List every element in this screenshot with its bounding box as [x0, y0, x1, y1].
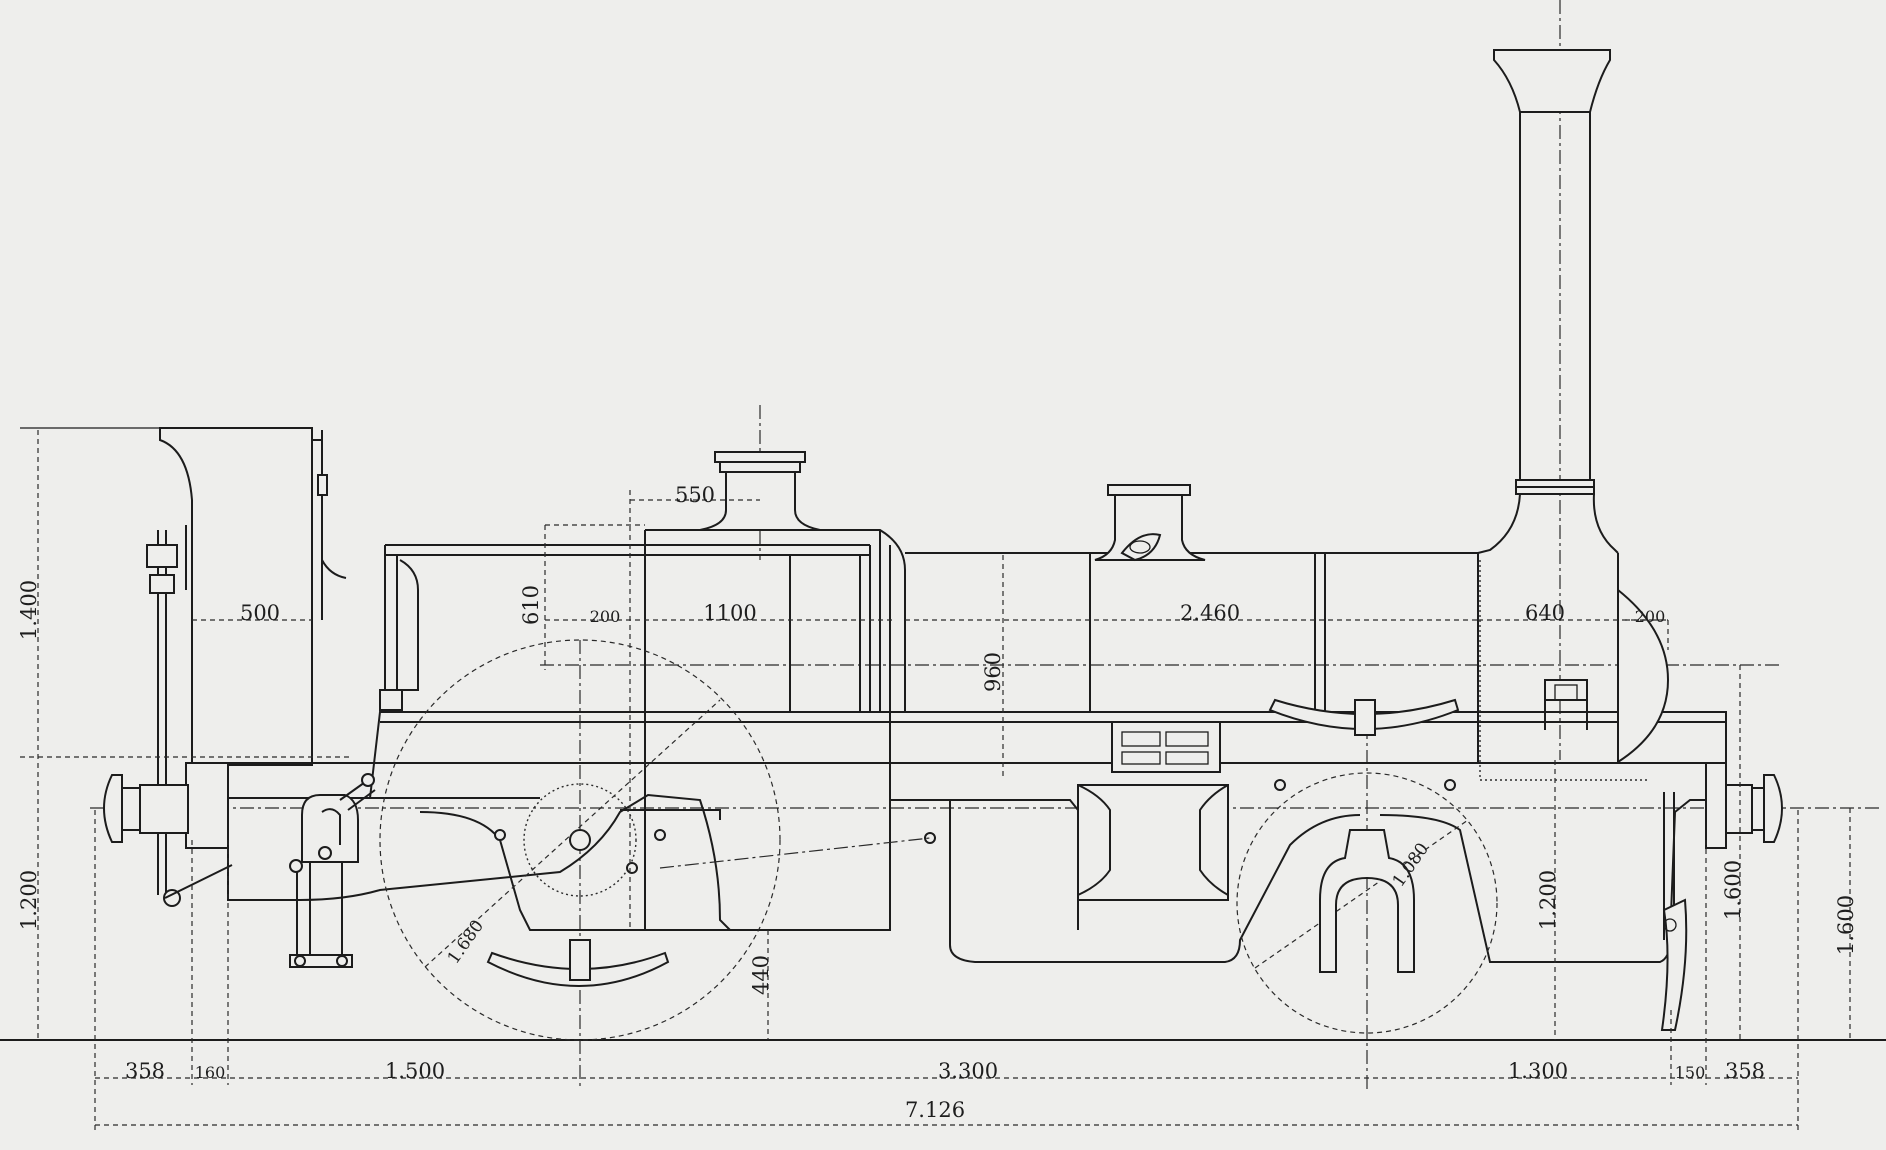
dim-gap-rear: 150	[1675, 1063, 1706, 1082]
dim-buffer-height-b: 1.600	[1834, 895, 1858, 955]
dim-frame-height: 1.200	[17, 870, 41, 930]
dimension-lines	[20, 427, 1851, 1130]
dim-buffer-rear: 358	[1725, 1059, 1765, 1083]
carrying-wheel	[1236, 772, 1498, 1034]
dim-dome-width: 550	[675, 483, 715, 507]
brake-column	[146, 525, 233, 907]
smokebox	[1477, 553, 1670, 781]
dim-buffer-front: 358	[125, 1059, 165, 1083]
rear-buffer	[1660, 762, 1783, 1031]
dim-driving-wheel-dia: 1.680	[444, 916, 488, 967]
dim-firebox-offset: 200	[590, 607, 621, 626]
dim-boiler-axis-height: 1.200	[1536, 870, 1560, 930]
front-spring	[486, 939, 670, 987]
firebox	[379, 529, 1726, 930]
main-frame	[227, 711, 1727, 963]
dim-rear-overhang: 1.300	[1508, 1059, 1568, 1083]
dim-firebox-height: 610	[519, 585, 543, 625]
cab	[159, 427, 347, 766]
dim-front-overhang: 1.500	[385, 1059, 445, 1083]
dim-boiler-diameter: 960	[981, 652, 1005, 692]
front-buffer	[103, 762, 229, 849]
cylinder-block	[1077, 784, 1229, 901]
dim-wheelbase: 3.300	[938, 1059, 998, 1083]
grille	[1111, 721, 1221, 773]
dim-gap-front: 160	[195, 1063, 226, 1082]
steam-dome	[699, 451, 821, 531]
dim-firebox-length: 1100	[703, 601, 756, 625]
driving-wheel	[379, 639, 936, 1041]
dim-cab-height: 1.400	[17, 580, 41, 640]
boiler-barrel	[905, 484, 1478, 712]
dim-buffer-height-a: 1.600	[1721, 860, 1745, 920]
dim-smokebox-door: 200	[1635, 607, 1666, 626]
rear-spring	[1268, 698, 1460, 736]
dim-barrel-length: 2.460	[1180, 601, 1240, 625]
dim-smokebox-length: 640	[1525, 601, 1565, 625]
dim-cab-width: 500	[240, 601, 280, 625]
chimney	[1477, 49, 1619, 554]
dim-wheel-clearance: 440	[749, 955, 773, 995]
valve-gear	[289, 773, 376, 968]
dim-total-length: 7.126	[905, 1098, 965, 1122]
